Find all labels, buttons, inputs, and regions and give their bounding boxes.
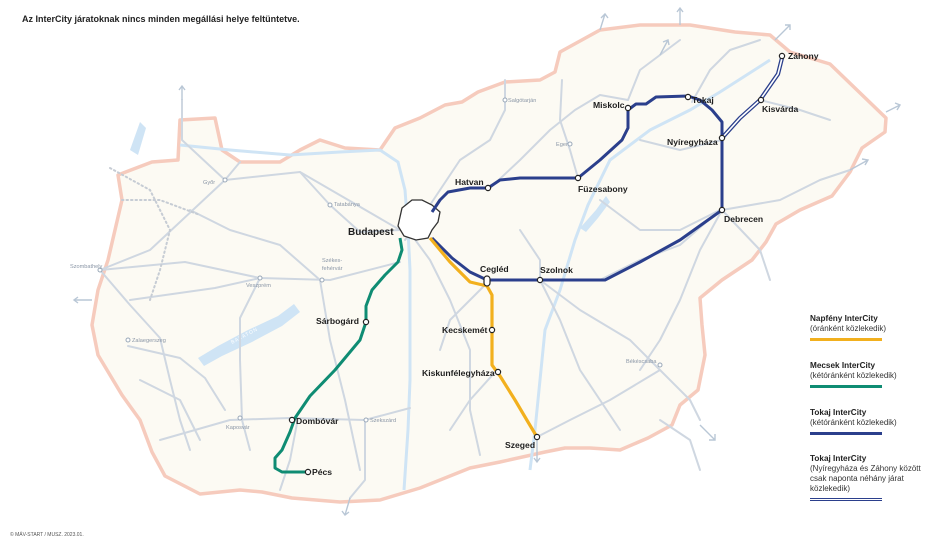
legend-swatch-napfeny (810, 338, 882, 341)
szigetkoz-water (130, 122, 146, 155)
station-tokaj (684, 93, 692, 101)
budapest-outline (397, 199, 441, 241)
label-tatabanya: Tatabánya (334, 202, 361, 208)
station-zalaegerszeg (125, 337, 131, 343)
legend-title-napfeny: Napfény InterCity (810, 314, 878, 323)
label-eger: Eger (556, 142, 568, 148)
label-kiskunfelegyhaza: Kiskunfélegyháza (422, 368, 495, 378)
legend-swatch-tokaj (810, 432, 882, 435)
label-bekescsaba: Békéscsaba (626, 359, 657, 365)
legend-item-tokaj-limited: Tokaj InterCity (Nyíregyháza és Záhony k… (810, 454, 932, 501)
legend-desc-napfeny: (óránként közlekedik) (810, 324, 887, 333)
label-sarbogard: Sárbogárd (316, 316, 359, 326)
copyright-text: © MÁV-START / MUSZ. 2023.01. (10, 532, 84, 538)
tokaj-intercity-route-north (430, 94, 724, 213)
minor-station-markers (97, 97, 663, 423)
label-szeged: Szeged (505, 440, 535, 450)
station-szekesfehervar (319, 277, 325, 283)
balaton-lake (198, 304, 300, 366)
label-veszprem: Veszprém (246, 283, 271, 289)
station-szolnok (536, 276, 544, 284)
legend-title-tokaj: Tokaj InterCity (810, 408, 867, 417)
danube-river (179, 143, 412, 491)
country-outline (90, 23, 888, 504)
dotted-connections (109, 167, 201, 301)
label-miskolc: Miskolc (593, 100, 625, 110)
station-fuzesabony (574, 174, 582, 182)
station-dombovar (288, 416, 296, 424)
station-kisvarda (757, 96, 765, 104)
label-szekszard: Szekszárd (370, 418, 396, 424)
label-pecs: Pécs (312, 467, 332, 477)
station-szeged (533, 433, 541, 441)
tisza-lake (580, 196, 610, 232)
station-sarbogard (362, 318, 370, 326)
label-szekesfehervar-1: Székes- (322, 258, 342, 264)
station-pecs (304, 468, 312, 476)
legend-swatch-tokaj-limited (810, 498, 882, 501)
station-gyor (222, 177, 228, 183)
legend-swatch-mecsek (810, 385, 882, 388)
label-budapest: Budapest (348, 227, 394, 238)
station-veszprem (257, 275, 263, 281)
station-nyiregyhaza (718, 134, 726, 142)
map-notice: Az InterCity járatoknak nincs minden meg… (22, 14, 300, 24)
legend-desc-mecsek: (kétóránként közlekedik) (810, 371, 897, 380)
label-zahony: Záhony (788, 51, 819, 61)
label-szekesfehervar-2: fehérvár (322, 266, 343, 272)
label-fuzesabony: Füzesabony (578, 184, 628, 194)
label-gyor: Győr (203, 180, 215, 186)
station-szekszard (363, 417, 369, 423)
label-szolnok: Szolnok (540, 265, 573, 275)
legend-desc-tokaj: (kétóránként közlekedik) (810, 418, 897, 427)
label-nyiregyhaza: Nyíregyháza (667, 137, 718, 147)
station-szombathely (97, 267, 103, 273)
station-bekescsaba (657, 362, 663, 368)
border-arrows (72, 6, 902, 516)
label-kaposvar: Kaposvár (226, 425, 250, 431)
legend-item-tokaj: Tokaj InterCity (kétóránként közlekedik) (810, 408, 932, 435)
legend-title-mecsek: Mecsek InterCity (810, 361, 876, 370)
label-szombathely: Szombathely (70, 264, 103, 270)
label-kisvarda: Kisvárda (762, 104, 799, 114)
station-kiskunfelegyhaza (494, 368, 502, 376)
station-kecskemet (488, 326, 496, 334)
tisza-river (528, 58, 771, 471)
label-kecskemet: Kecskemét (442, 325, 488, 335)
station-zahony (778, 52, 786, 60)
station-eger (567, 141, 573, 147)
station-miskolc (624, 104, 632, 112)
label-tokaj: Tokaj (692, 95, 714, 105)
legend-title-tokaj-limited: Tokaj InterCity (810, 454, 867, 463)
label-dombovar: Dombóvár (296, 416, 339, 426)
station-cegled (483, 275, 491, 287)
rail-network (99, 39, 851, 499)
station-salgotarjan (502, 97, 508, 103)
mecsek-intercity-route (273, 237, 404, 474)
label-cegled: Cegléd (480, 264, 509, 274)
station-kaposvar (237, 415, 243, 421)
station-hatvan (484, 184, 492, 192)
label-salgotarjan: Salgótarján (508, 98, 536, 104)
station-tatabanya (327, 202, 333, 208)
label-hatvan: Hatvan (455, 177, 484, 187)
legend-item-mecsek: Mecsek InterCity (kétóránként közlekedik… (810, 361, 932, 388)
legend-desc-tokaj-limited: (Nyíregyháza és Záhony között csak napon… (810, 464, 921, 493)
label-zalaegerszeg: Zalaegerszeg (132, 338, 166, 344)
station-debrecen (718, 206, 726, 214)
legend-item-napfeny: Napfény InterCity (óránként közlekedik) (810, 314, 932, 341)
label-debrecen: Debrecen (724, 214, 763, 224)
station-markers (288, 52, 786, 476)
